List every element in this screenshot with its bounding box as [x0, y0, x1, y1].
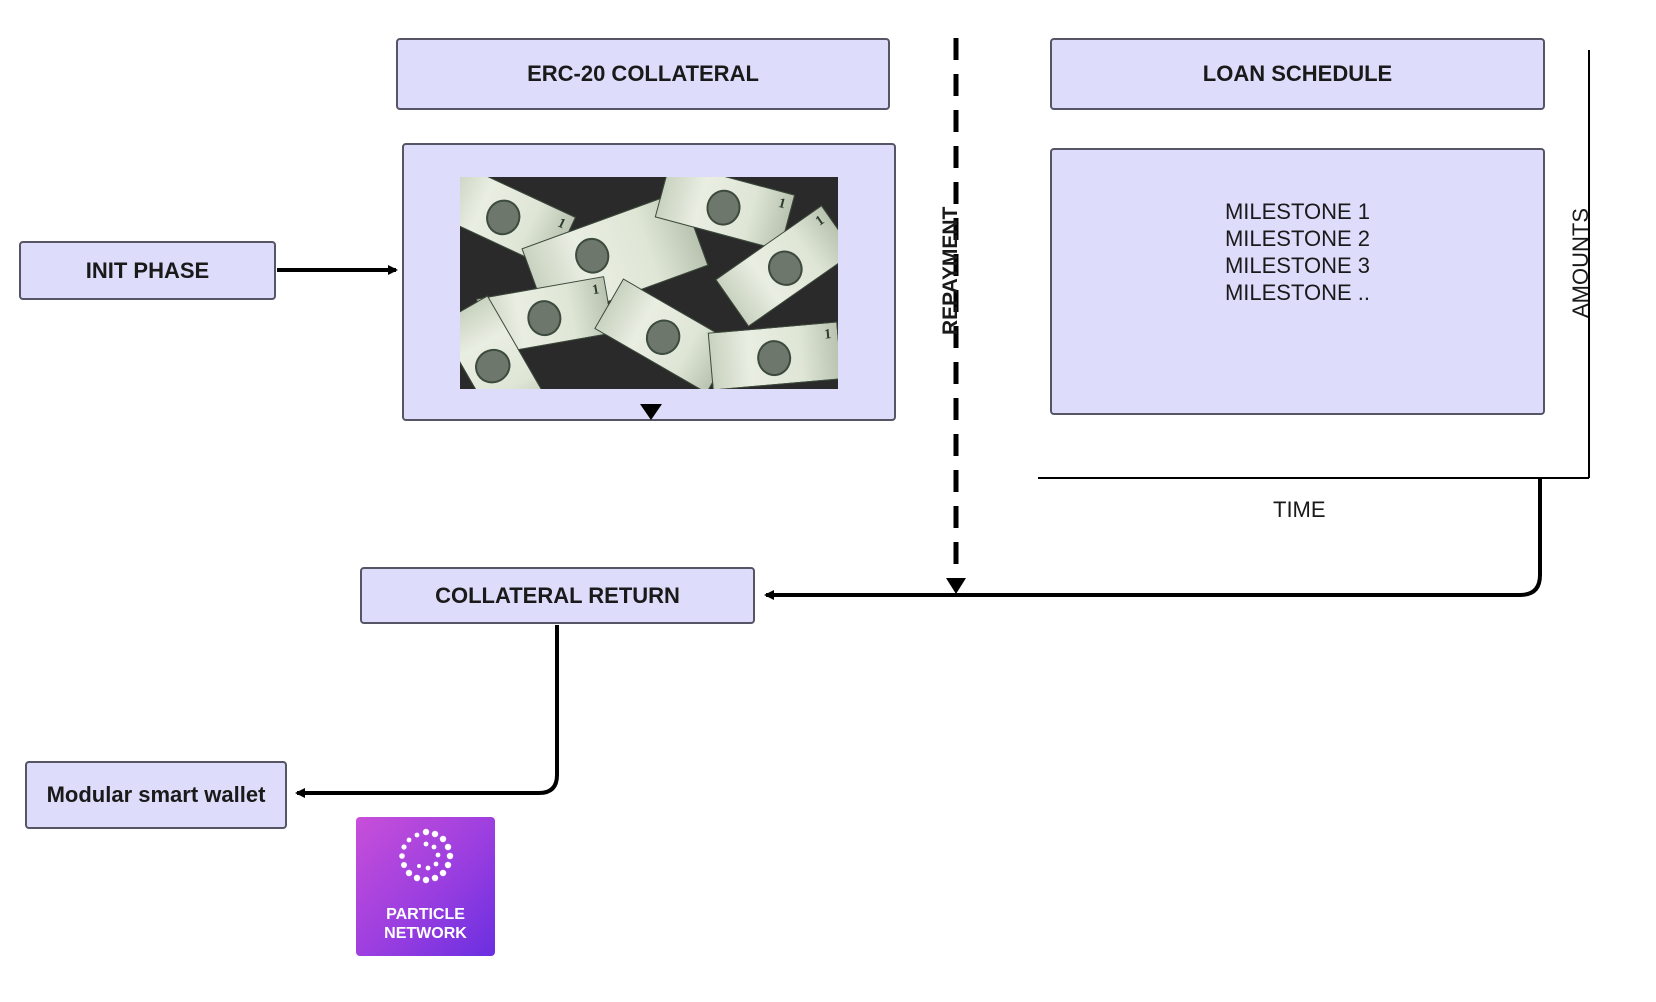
particle-network-logo: PARTICLE NETWORK: [356, 817, 495, 956]
repayment-arrowhead: [946, 578, 966, 594]
milestones-panel: MILESTONE 1 MILESTONE 2 MILESTONE 3 MILE…: [1050, 148, 1545, 415]
milestone-item: MILESTONE 2: [1224, 225, 1371, 251]
dollar-bill: [707, 321, 838, 389]
milestone-item: MILESTONE 3: [1224, 252, 1371, 278]
erc20-collateral-node: ERC-20 COLLATERAL: [396, 38, 890, 110]
repayment-label: REPAYMENT: [939, 206, 962, 335]
logo-text-line2: NETWORK: [384, 925, 467, 942]
arrow-schedule-to-return: [764, 478, 1542, 600]
triangle-down-icon: [640, 404, 662, 420]
logo-text-line1: PARTICLE: [386, 906, 465, 923]
loan-schedule-node: LOAN SCHEDULE: [1050, 38, 1545, 110]
collateral-return-node: COLLATERAL RETURN: [360, 567, 755, 624]
milestone-item: MILESTONE 1: [1224, 198, 1371, 224]
amounts-label: AMOUNTS: [1568, 208, 1593, 318]
modular-smart-wallet-node: Modular smart wallet: [25, 761, 287, 829]
arrow-return-to-wallet: [295, 625, 559, 798]
init-phase-node: INIT PHASE: [19, 241, 276, 300]
milestone-list: MILESTONE 1 MILESTONE 2 MILESTONE 3 MILE…: [1225, 198, 1370, 306]
particle-spiral-icon: [399, 828, 454, 884]
time-label: TIME: [1273, 497, 1326, 522]
money-image: [460, 177, 838, 389]
milestone-item: MILESTONE ..: [1224, 279, 1371, 305]
collateral-image-panel: [402, 143, 896, 421]
